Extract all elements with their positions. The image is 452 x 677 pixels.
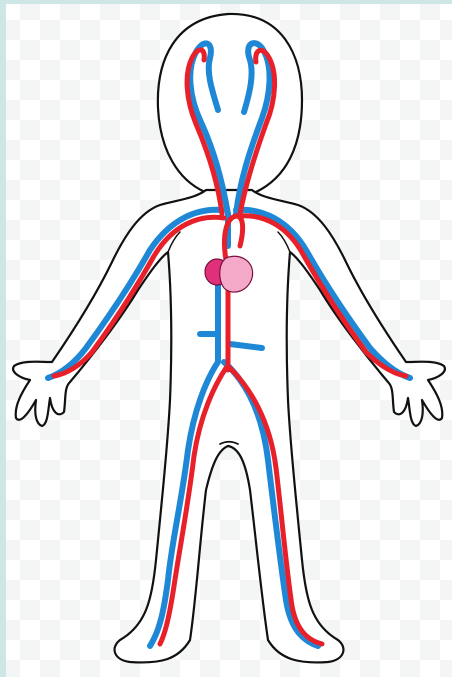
renal-vein-right	[230, 344, 262, 348]
head-outline	[158, 14, 302, 192]
heart-left-side	[220, 256, 253, 292]
